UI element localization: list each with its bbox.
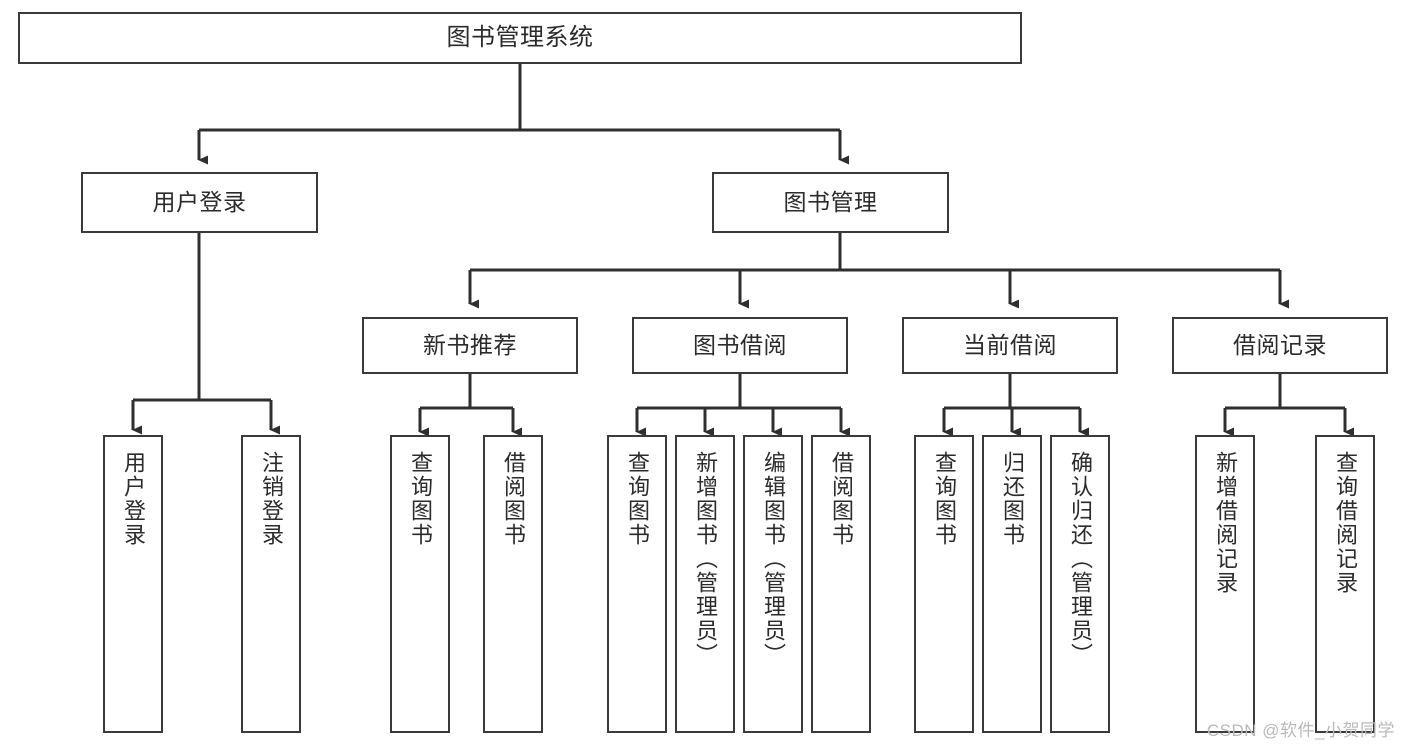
node-label: 当前借阅: [963, 331, 1057, 358]
node-leaf-edit-book-admin[interactable]: 编辑图书（管理员）: [743, 435, 803, 733]
node-label: 编辑图书（管理员）: [761, 451, 786, 667]
node-leaf-query-book-borrow[interactable]: 查询图书: [607, 435, 667, 733]
node-label: 查询图书: [408, 451, 433, 547]
node-leaf-return-book[interactable]: 归还图书: [982, 435, 1042, 733]
node-label: 借阅图书: [829, 451, 854, 547]
node-label: 新书推荐: [423, 331, 517, 358]
node-leaf-query-book-current[interactable]: 查询图书: [914, 435, 974, 733]
node-label: 查询图书: [625, 451, 650, 547]
node-user-login[interactable]: 用户登录: [81, 172, 318, 233]
node-label: 用户登录: [121, 451, 146, 547]
node-book-management[interactable]: 图书管理: [712, 172, 949, 233]
node-leaf-logout[interactable]: 注销登录: [241, 435, 301, 733]
node-root-book-management-system[interactable]: 图书管理系统: [18, 12, 1022, 64]
node-label: 图书借阅: [693, 331, 787, 358]
node-current-borrow[interactable]: 当前借阅: [902, 317, 1118, 374]
csdn-watermark: CSDN @软件_小贺同学: [1206, 721, 1395, 740]
node-leaf-query-book-recommend[interactable]: 查询图书: [390, 435, 450, 733]
node-leaf-confirm-return-admin[interactable]: 确认归还（管理员）: [1050, 435, 1110, 733]
node-label: 确认归还（管理员）: [1068, 451, 1093, 667]
node-label: 新增借阅记录: [1213, 451, 1238, 595]
node-book-borrow[interactable]: 图书借阅: [632, 317, 848, 374]
node-label: 用户登录: [152, 188, 247, 215]
node-label: 注销登录: [259, 451, 284, 547]
node-label: 借阅图书: [501, 451, 526, 547]
node-leaf-borrow-book[interactable]: 借阅图书: [811, 435, 871, 733]
node-new-book-recommend[interactable]: 新书推荐: [362, 317, 578, 374]
node-leaf-add-borrow-record[interactable]: 新增借阅记录: [1195, 435, 1255, 733]
node-label: 新增图书（管理员）: [693, 451, 718, 667]
node-borrow-record[interactable]: 借阅记录: [1172, 317, 1388, 374]
node-label: 借阅记录: [1233, 331, 1327, 358]
node-label: 图书管理: [783, 188, 878, 215]
node-leaf-add-book-admin[interactable]: 新增图书（管理员）: [675, 435, 735, 733]
node-label: 查询借阅记录: [1333, 451, 1358, 595]
node-label: 查询图书: [932, 451, 957, 547]
node-label: 图书管理系统: [446, 23, 594, 51]
node-leaf-borrow-book-recommend[interactable]: 借阅图书: [483, 435, 543, 733]
node-leaf-query-borrow-record[interactable]: 查询借阅记录: [1315, 435, 1375, 733]
node-leaf-user-login[interactable]: 用户登录: [103, 435, 163, 733]
node-label: 归还图书: [1000, 451, 1025, 547]
